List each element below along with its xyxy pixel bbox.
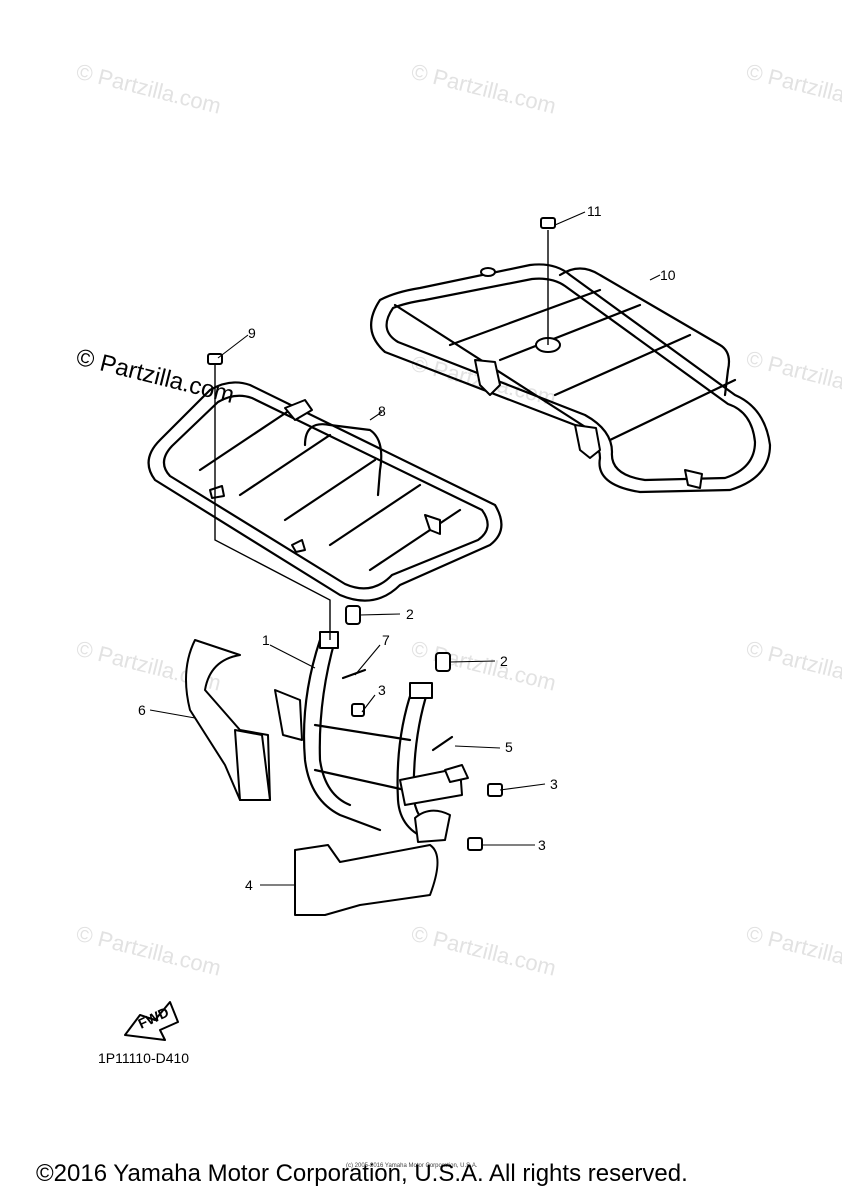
diagram-code: 1P11110-D410 [98, 1050, 190, 1066]
watermark: © Partzilla.com [744, 59, 842, 119]
watermark: © Partzilla.com [744, 636, 842, 696]
callout-4: 4 [245, 877, 253, 893]
fwd-arrow-icon: FWD [124, 1001, 179, 1041]
watermark-group: © Partzilla.com © Partzilla.com © Partzi… [74, 59, 842, 981]
callout-7: 7 [382, 632, 390, 648]
callout-3: 3 [538, 837, 546, 853]
rear-carrier-part-10 [370, 263, 772, 494]
copyright-notice: ©2016 Yamaha Motor Corporation, U.S.A. A… [36, 1160, 688, 1187]
callout-1: 1 [262, 632, 270, 648]
fine-print: (c) 2005-2016 Yamaha Motor Corporation, … [346, 1163, 478, 1169]
watermark: © Partzilla.com [409, 921, 559, 981]
callout-5: 5 [505, 739, 513, 755]
watermark: © Partzilla.com [744, 346, 842, 406]
callout-numbers: 1 2 2 3 3 3 4 5 6 7 8 9 10 11 [138, 203, 676, 893]
callout-8: 8 [378, 403, 386, 419]
callout-2: 2 [406, 606, 414, 622]
watermark: © Partzilla.com [74, 59, 224, 119]
lower-guard-part-4 [294, 844, 439, 916]
front-carrier-part-8 [147, 381, 503, 602]
callout-3: 3 [378, 682, 386, 698]
leader-lines [149, 211, 661, 886]
fasteners [207, 217, 556, 851]
callout-6: 6 [138, 702, 146, 718]
watermark: © Partzilla.com [74, 921, 224, 981]
callout-2: 2 [500, 653, 508, 669]
front-bumper-frame-part-1 [274, 631, 469, 843]
callout-10: 10 [660, 267, 676, 283]
callout-9: 9 [248, 325, 256, 341]
watermark: © Partzilla.com [744, 921, 842, 981]
left-guard-end-cap [234, 729, 271, 801]
watermark: © Partzilla.com [409, 59, 559, 119]
callout-3: 3 [550, 776, 558, 792]
callout-11: 11 [587, 203, 602, 219]
